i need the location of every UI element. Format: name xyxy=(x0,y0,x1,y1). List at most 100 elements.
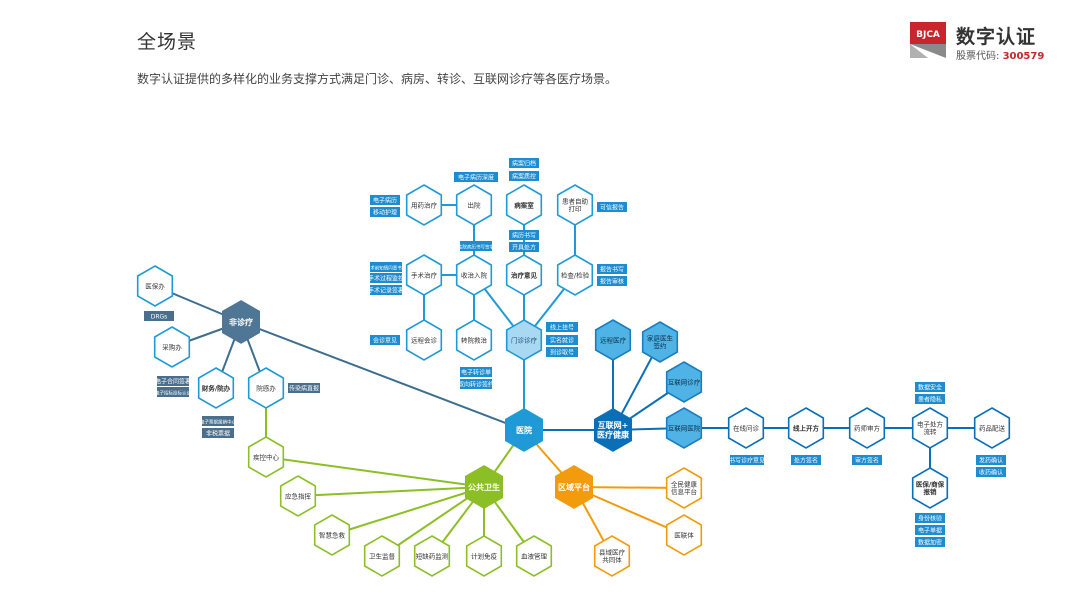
tag-label: 数据加密 xyxy=(918,539,942,547)
node-label: 卫生监督 xyxy=(369,551,396,560)
node-hexagon xyxy=(405,319,443,361)
tag-label: 报告书写 xyxy=(600,266,624,274)
tag-box xyxy=(976,467,1006,477)
node-hlwyy: 互联网医院 xyxy=(665,407,703,449)
tag-box xyxy=(915,513,945,523)
node-label: 医保/商保报销 xyxy=(916,479,945,496)
node-label: 医保办 xyxy=(145,281,165,290)
tag-dzhtqs: 电子合同签署 xyxy=(155,376,191,386)
edge-ggws-zhjj xyxy=(331,486,485,536)
tag-dzpjbx: 电子票据报销中心 xyxy=(200,416,236,426)
tag-box xyxy=(915,525,945,535)
node-label: 远程医疗 xyxy=(600,335,627,344)
node-hexagon xyxy=(593,535,631,577)
node-hexagon xyxy=(505,254,543,296)
tag-bagd: 病案归档 xyxy=(509,158,539,168)
tag-label: 电子病历 xyxy=(373,197,397,205)
node-ysf: 药师审方 xyxy=(848,407,886,449)
tag-sfjy: 身份核验 xyxy=(915,513,945,523)
node-qmjk: 全民健康信息平台 xyxy=(665,467,703,509)
tag-smjz: 实名就诊 xyxy=(546,335,578,345)
node-label: 非诊疗 xyxy=(229,317,253,327)
tag-ydhl: 移动护理 xyxy=(370,207,400,217)
tag-box xyxy=(546,335,578,345)
node-hexagon xyxy=(593,408,633,452)
tag-hzyj: 会诊意见 xyxy=(370,335,400,345)
tag-box xyxy=(144,311,174,321)
node-hexagon xyxy=(641,321,679,363)
tag-label: 处方签名 xyxy=(794,457,818,465)
node-hexagon xyxy=(665,407,703,449)
tag-label: 实名就诊 xyxy=(550,337,574,345)
tag-box xyxy=(546,322,578,332)
tag-label: 传染病直报 xyxy=(289,385,319,393)
node-ycyl: 远程医疗 xyxy=(594,319,632,361)
tag-ssqx: 术前知情同意书 xyxy=(370,262,402,272)
node-hlwzl: 互联网诊疗 xyxy=(665,361,703,403)
tag-label: 非税票据 xyxy=(206,430,230,438)
node-label: 手术治疗 xyxy=(411,270,438,279)
tag-dzbl: 电子病历 xyxy=(370,195,400,205)
node-hexagon xyxy=(279,475,317,517)
tag-label: 手术记录签署 xyxy=(368,287,404,295)
node-hexagon xyxy=(247,436,285,478)
node-hzzz: 患者自助打印 xyxy=(556,184,594,226)
tag-sjjm: 数据加密 xyxy=(915,537,945,547)
node-hexagon xyxy=(413,535,451,577)
tag-label: 开具处方 xyxy=(512,244,536,252)
node-hlw: 互联网+医疗健康 xyxy=(593,408,633,452)
tag-label: 发药确认 xyxy=(979,457,1003,465)
tag-box xyxy=(546,347,578,357)
node-hexagon xyxy=(665,361,703,403)
node-jcjy: 检查/检验 xyxy=(556,254,594,296)
page-subtitle: 数字认证提供的多样化的业务支撑方式满足门诊、病房、转诊、互联网诊疗等各医疗场景。 xyxy=(137,72,618,86)
node-cwc: 财务/院办 xyxy=(197,367,235,409)
tag-label: 身份核验 xyxy=(918,515,942,523)
node-label: 电子处方流转 xyxy=(917,419,944,436)
tag-label: 移动护理 xyxy=(373,209,397,217)
tag-blsx: 病历书写 xyxy=(509,230,539,240)
tag-box xyxy=(509,171,539,181)
node-label: 家庭医生签约 xyxy=(647,333,674,350)
node-label: 短缺药监测 xyxy=(416,551,449,560)
tag-box xyxy=(454,172,498,182)
node-hexagon xyxy=(464,465,504,509)
tag-bgsh: 报告审核 xyxy=(597,276,627,286)
node-hexagon xyxy=(973,407,1011,449)
node-hexagon xyxy=(787,407,825,449)
node-label: 药师审方 xyxy=(854,423,881,432)
edge-ggws-jkzx xyxy=(265,456,485,488)
tag-cbbl: 传染病直报 xyxy=(288,383,320,393)
tag-zybl: 住院病历书写签字 xyxy=(458,241,494,251)
tag-box xyxy=(460,241,492,251)
node-hexagon xyxy=(455,254,493,296)
tag-label: 电子招标投标认证 xyxy=(155,390,191,397)
tag-bazk: 病案质控 xyxy=(509,171,539,181)
node-label: 收治入院 xyxy=(461,270,488,279)
node-jtys: 家庭医生签约 xyxy=(641,321,679,363)
node-hexagon xyxy=(515,535,553,577)
tag-box xyxy=(288,383,320,393)
tag-ssjl: 手术记录签署 xyxy=(368,285,404,295)
tag-label: 电子单据 xyxy=(918,527,942,535)
node-hexagon xyxy=(504,408,544,452)
node-qypt: 区域平台 xyxy=(554,465,594,509)
tag-label: 线上挂号 xyxy=(550,324,574,332)
tag-label: 书写诊疗意见 xyxy=(729,457,765,465)
edge-hospital-nonclinic xyxy=(240,321,525,431)
tag-box xyxy=(370,195,400,205)
tag-box xyxy=(202,428,234,438)
node-hexagon xyxy=(556,254,594,296)
node-label: 互联网+医疗健康 xyxy=(597,420,630,440)
node-xygl: 血液管理 xyxy=(515,535,553,577)
node-label: 治疗意见 xyxy=(511,270,538,279)
badge-text: BJCA xyxy=(916,30,940,40)
tag-dzqh: 到诊取号 xyxy=(546,347,578,357)
node-label: 病案室 xyxy=(514,200,534,209)
node-label: 患者自助打印 xyxy=(562,196,589,213)
node-label: 医联体 xyxy=(674,530,694,539)
node-label: 应急指挥 xyxy=(285,491,312,500)
tag-dzpj: 电子单据 xyxy=(915,525,945,535)
node-yjzh: 应急指挥 xyxy=(279,475,317,517)
